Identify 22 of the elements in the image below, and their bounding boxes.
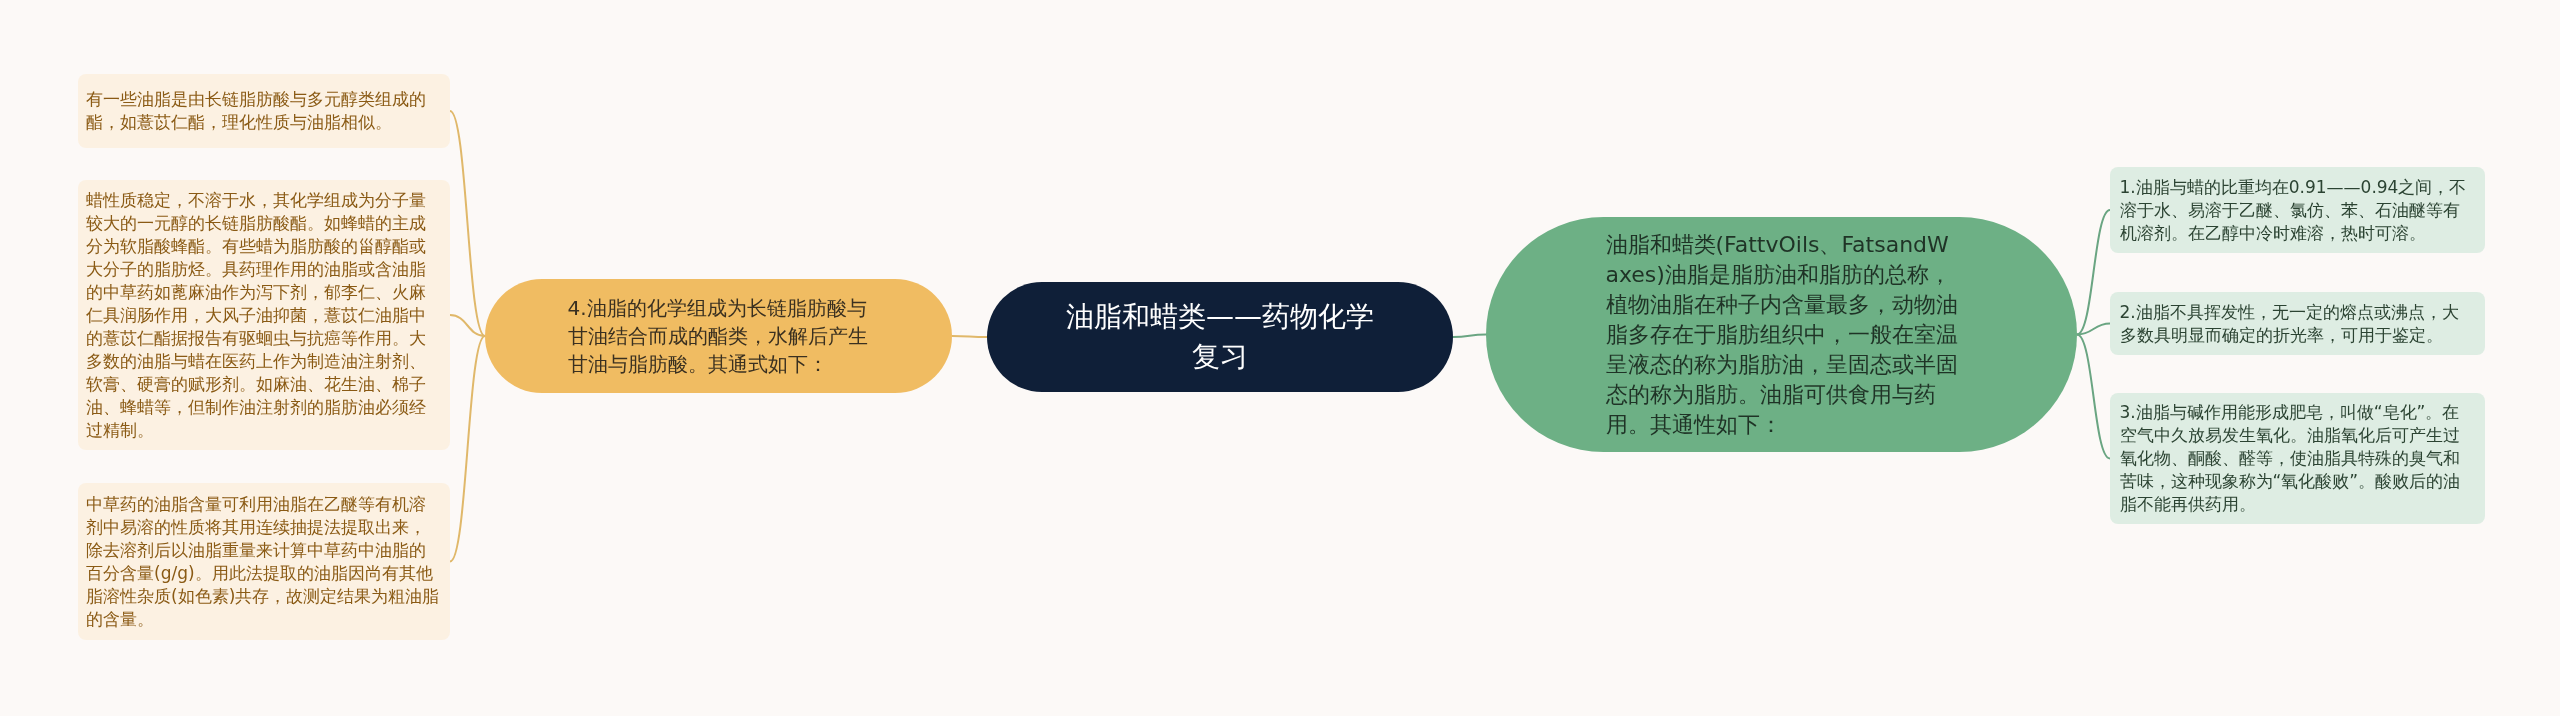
connector-line — [951, 335, 988, 338]
note-card — [78, 483, 450, 640]
note-text: 3.油脂与碱作用能形成肥皂，叫做“皂化”。在空气中久放易发生氧化。油脂氧化后可产生过氧化物、酮酸、醛等，使油脂具特殊的臭气和苦味，这种现象称为“氧化酸败”。酸败后的油脂不能再供药用。 — [2119, 401, 2462, 516]
connector-line — [2076, 333, 2111, 460]
connector-line — [449, 335, 486, 563]
note-text: 中草药的油脂含量可利用油脂在乙醚等有机溶剂中易溶的性质将其用连续抽提法提取出来，除去溶剂后以油脂重量来计算中草药中油脂的百分含量(g/g)。用此法提取的油脂因尚有其他脂溶性杂质(如色素)共存，故测定结果为粗油脂的含量。 — [86, 492, 441, 631]
connector-line — [449, 110, 486, 337]
note-text: 2.油脂不具挥发性，无一定的熔点或沸点，大多数具明显而确定的折光率，可用于鉴定。 — [2119, 300, 2460, 347]
connector-line — [2076, 322, 2111, 336]
note-card — [2110, 393, 2485, 524]
note-card — [2110, 167, 2485, 253]
connector-line — [2076, 209, 2111, 336]
note-text: 1.油脂与蜡的比重均在0.91——0.94之间，不溶于水、易溶于乙醚、氯仿、苯、石油醚等有机溶剂。在乙醇中冷时难溶，热时可溶。 — [2119, 175, 2468, 245]
note-card — [78, 74, 450, 148]
note-text: 有一些油脂是由长链脂肪酸与多元醇类组成的酯，如薏苡仁酯，理化性质与油脂相似。 — [86, 88, 427, 134]
note-text: 4.油脂的化学组成为长链脂肪酸与甘油结合而成的酯类，水解后产生甘油与脂肪酸。其通式如下： — [567, 295, 869, 378]
topic-text: 油脂和蜡类——药物化学复习 — [1065, 299, 1375, 375]
note-card — [2110, 292, 2485, 355]
connector-line — [449, 314, 486, 337]
note-text: 油脂和蜡类(FattvOils、FatsandWaxes)油脂是脂肪油和脂肪的总称，植物油脂在种子内含量最多，动物油脂多存在于脂肪组织中，一般在室温呈液态的称为脂肪油，呈固态或半固态的称为脂肪。油脂可供食用与药用。其通性如下： — [1605, 230, 1958, 439]
connector-line — [1452, 333, 1487, 338]
note-text: 蜡性质稳定，不溶于水，其化学组成为分子量较大的一元醇的长链脂肪酸酯。如蜂蜡的主成分为软脂酸蜂酯。有些蜡为脂肪酸的甾醇酯或大分子的脂肪烃。具药理作用的油脂或含油脂的中草药如蓖麻油作为泻下剂，郁李仁、火麻仁具润肠作用，大风子油抑菌，薏苡仁油脂中的薏苡仁酯据报告有驱蛔虫与抗癌等作用。大多数的油脂与蜡在医药上作为制造油注射剂、软膏、硬膏的赋形剂。如麻油、花生油、棉子油、蜂蜡等，但制作油注射剂的脂肪油必须经过精制。 — [86, 188, 427, 442]
